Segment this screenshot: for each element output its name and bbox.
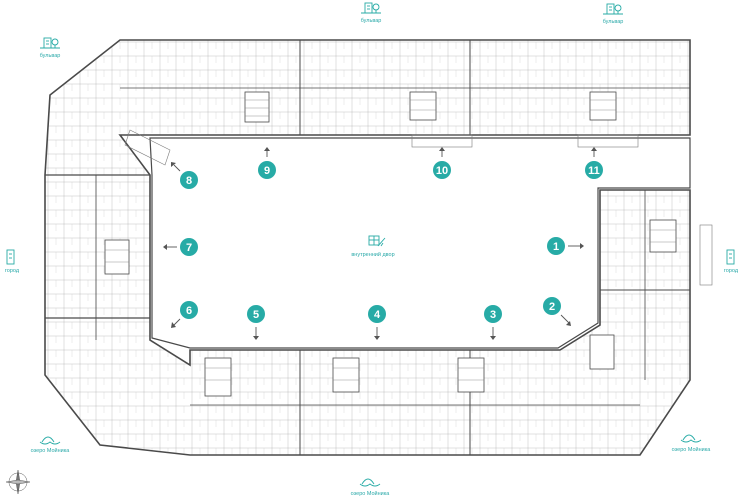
entrance-10[interactable]: 10 (433, 147, 451, 179)
entrance-label: 3 (490, 309, 496, 321)
entrance-markers: 1 2 3 4 5 6 (163, 147, 603, 340)
entrance-label: 10 (436, 165, 448, 177)
entrance-label: 1 (553, 241, 559, 253)
entrance-label: 11 (588, 165, 600, 177)
city-building-icon (6, 249, 15, 265)
stair-core (589, 334, 615, 370)
orientation-label: бульвар (40, 53, 61, 59)
stair-core (589, 91, 617, 121)
entrance-9[interactable]: 9 (258, 147, 276, 179)
orientation-bottom-center: озеро Мойника (351, 478, 391, 497)
orientation-top-left: бульвар (40, 37, 61, 59)
stair-core (104, 239, 130, 275)
stair-core (204, 357, 232, 397)
orientation-label: озеро Мойника (672, 446, 712, 453)
courtyard-icon (368, 235, 386, 247)
entrance-6[interactable]: 6 (171, 301, 198, 328)
courtyard-marker: внутренний двор (351, 235, 395, 258)
entrance-7[interactable]: 7 (163, 238, 198, 256)
courtyard-label: внутренний двор (351, 251, 394, 258)
stair-core (457, 357, 485, 393)
compass-icon (5, 469, 31, 495)
park-building-icon (361, 2, 381, 14)
entrance-8[interactable]: 8 (171, 162, 198, 189)
orientation-label: озеро Мойника (351, 490, 391, 497)
entrance-5[interactable]: 5 (247, 305, 265, 340)
city-building-icon (726, 249, 735, 265)
park-building-icon (603, 3, 623, 15)
park-building-icon (40, 37, 60, 49)
stair-core (649, 219, 677, 253)
entrance-label: 8 (186, 175, 192, 187)
lake-icon (39, 436, 61, 445)
entrance-label: 7 (186, 242, 192, 254)
stair-core (244, 91, 270, 123)
stair-cores (104, 91, 677, 397)
stair-core (332, 357, 360, 393)
entrance-label: 2 (549, 301, 555, 313)
entrance-2[interactable]: 2 (543, 297, 571, 326)
orientation-top-right: бульвар (603, 3, 624, 25)
orientation-left: город (5, 249, 20, 274)
entrance-3[interactable]: 3 (484, 305, 502, 340)
orientation-label: город (724, 268, 739, 274)
orientation-bottom-right: озеро Мойника (672, 434, 712, 453)
entrance-label: 9 (264, 165, 270, 177)
courtyard-area (149, 137, 691, 349)
lake-icon (680, 434, 702, 443)
building-outline (44, 39, 691, 456)
stair-treads (105, 99, 676, 381)
entrance-4[interactable]: 4 (368, 305, 386, 340)
orientation-label: бульвар (361, 18, 382, 24)
orientation-top-center: бульвар (361, 2, 382, 24)
stair-core (409, 91, 437, 121)
orientation-bottom-left: озеро Мойника (31, 436, 71, 454)
entrance-label: 5 (253, 309, 259, 321)
entrance-label: 4 (374, 309, 381, 321)
entrance-1[interactable]: 1 (547, 237, 584, 255)
entrance-11[interactable]: 11 (585, 147, 603, 179)
building-ring (44, 39, 691, 456)
orientation-label: бульвар (603, 19, 624, 25)
orientation-label: озеро Мойника (31, 447, 71, 454)
lake-icon (359, 478, 381, 487)
orientation-label: город (5, 268, 20, 274)
entrance-label: 6 (186, 305, 192, 317)
orientation-right: город (724, 249, 739, 274)
